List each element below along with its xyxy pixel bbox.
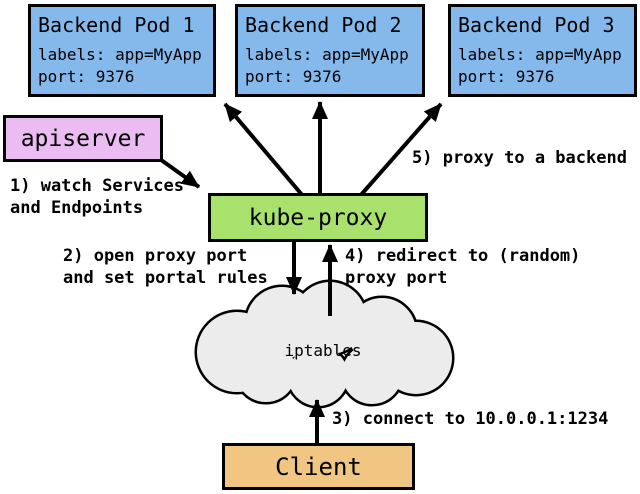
pod-labels: labels: app=MyApp xyxy=(458,45,622,64)
annotation-step4-redirect: 4) redirect to (random) proxy port xyxy=(345,246,581,288)
pod-title: Backend Pod 3 xyxy=(458,13,615,37)
apiserver-label: apiserver xyxy=(20,125,146,152)
backend-pod-3: Backend Pod 3 labels: app=MyApp port: 93… xyxy=(448,4,637,97)
annotation-step1-watch-services: 1) watch Services and Endpoints xyxy=(10,176,184,218)
pod-port: port: 9376 xyxy=(38,67,135,86)
pod-labels: labels: app=MyApp xyxy=(245,45,409,64)
backend-pod-1: Backend Pod 1 labels: app=MyApp port: 93… xyxy=(28,4,216,97)
annotation-step2-open-proxy-port: 2) open proxy port and set portal rules xyxy=(63,246,268,288)
pod-labels: labels: app=MyApp xyxy=(38,45,202,64)
pod-port: port: 9376 xyxy=(458,67,555,86)
arrow-apiserver-to-kube-proxy xyxy=(155,155,201,189)
iptables-label: iptables xyxy=(284,341,362,360)
client-label: Client xyxy=(275,452,362,481)
arrow-kube-proxy-to-pod3 xyxy=(358,102,443,198)
pod-port: port: 9376 xyxy=(245,67,342,86)
kube-proxy-node: kube-proxy xyxy=(208,193,428,242)
arrow-kube-proxy-to-pod1 xyxy=(223,102,305,198)
backend-pod-2: Backend Pod 2 labels: app=MyApp port: 93… xyxy=(235,4,425,97)
annotation-step5-proxy-to-backend: 5) proxy to a backend xyxy=(412,148,627,168)
apiserver-node: apiserver xyxy=(3,115,163,162)
client-node: Client xyxy=(222,443,415,490)
annotation-step3-connect: 3) connect to 10.0.0.1:1234 xyxy=(332,409,609,429)
pod-title: Backend Pod 2 xyxy=(245,13,402,37)
pod-title: Backend Pod 1 xyxy=(38,13,195,37)
kube-proxy-label: kube-proxy xyxy=(248,204,388,231)
